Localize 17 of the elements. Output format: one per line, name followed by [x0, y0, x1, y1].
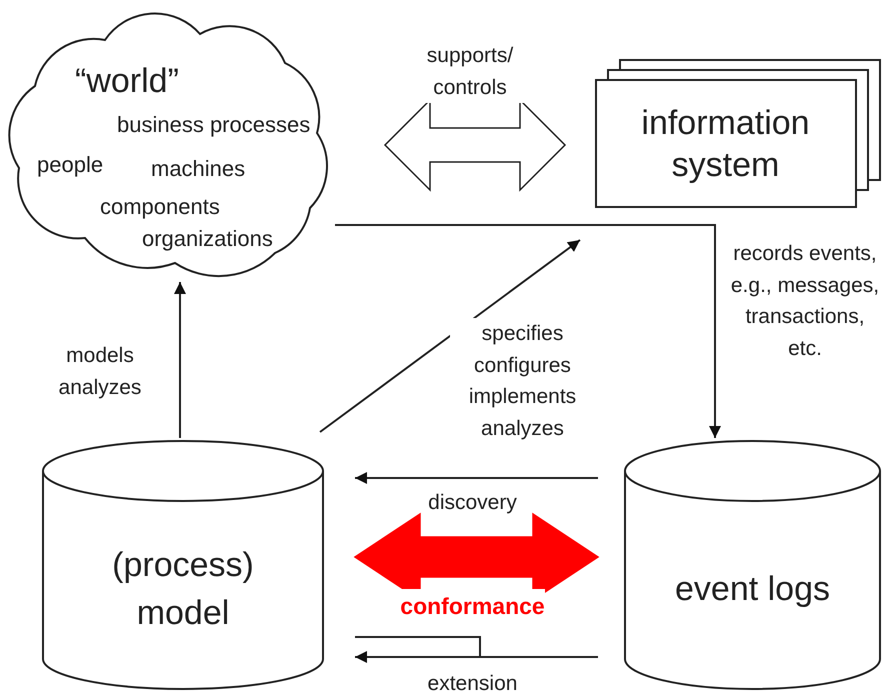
- stacked-document-box: [595, 58, 882, 208]
- cloud-title: “world”: [75, 64, 179, 98]
- cloud-item: components: [100, 196, 220, 218]
- arrow: [335, 224, 721, 438]
- database-cylinder: [624, 440, 881, 690]
- arrow: [174, 282, 186, 438]
- database-cylinder: [42, 440, 324, 690]
- cloud-item: organizations: [142, 228, 273, 250]
- arrow: [355, 636, 598, 663]
- arrow: [355, 472, 598, 484]
- cylinder-label: (process) model: [111, 545, 255, 634]
- cloud-item: machines: [151, 158, 246, 180]
- arrow: [319, 239, 581, 433]
- cylinder-label: event logs: [675, 569, 830, 610]
- cloud-item: people: [37, 154, 104, 176]
- box-title: information system: [640, 102, 811, 186]
- cloud-item: business processes: [117, 114, 310, 136]
